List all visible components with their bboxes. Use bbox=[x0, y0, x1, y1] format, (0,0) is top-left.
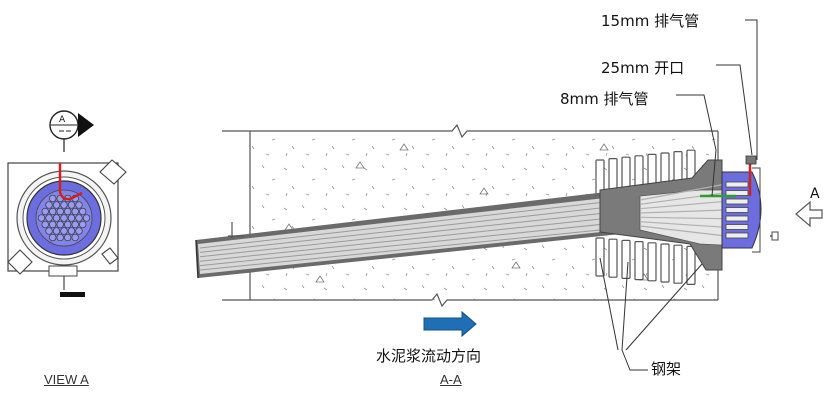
section-cut-marker-icon bbox=[49, 110, 94, 152]
view-arrow-letter: A bbox=[810, 186, 820, 202]
vent-tube-15mm-view bbox=[58, 163, 83, 201]
strand-dot bbox=[37, 214, 46, 222]
strand-dot bbox=[79, 207, 87, 216]
strand-dot bbox=[45, 227, 53, 235]
strand-dot bbox=[64, 220, 72, 229]
duct-support bbox=[228, 222, 244, 238]
strand-dot bbox=[49, 207, 57, 216]
label-vent-15mm: 15mm 排气管 bbox=[601, 12, 700, 30]
strand-dot bbox=[60, 201, 68, 209]
label-steel-frame: 钢架 bbox=[651, 360, 682, 378]
strand-dot bbox=[41, 220, 49, 229]
strand-dot bbox=[49, 220, 57, 229]
caption-view-a: VIEW A bbox=[44, 372, 89, 387]
strand-dot bbox=[67, 214, 76, 222]
strand-dot bbox=[64, 207, 72, 216]
strand-dot bbox=[45, 201, 53, 209]
view-a-drawing: A bbox=[7, 110, 127, 297]
label-opening-25mm: 25mm 开口 bbox=[601, 59, 685, 77]
label-vent-8mm: 8mm 排气管 bbox=[560, 90, 649, 108]
strand-dot bbox=[79, 220, 87, 229]
caption-section-a-a: A-A bbox=[440, 372, 462, 387]
section-line-marker bbox=[60, 292, 85, 297]
right-arrow-icon bbox=[423, 310, 477, 338]
strand-dot bbox=[49, 194, 57, 203]
strand-dot bbox=[67, 227, 76, 235]
section-marker-letter: A bbox=[59, 115, 66, 125]
strand-dot bbox=[60, 214, 68, 222]
steel-frame-bottom bbox=[595, 237, 696, 285]
strand-dot bbox=[52, 201, 61, 209]
strand-dot bbox=[75, 227, 83, 235]
strand-cross-section-grid bbox=[37, 194, 91, 242]
strand-dot bbox=[49, 233, 57, 242]
strand-dot bbox=[56, 207, 64, 216]
strand-dot bbox=[67, 201, 76, 209]
strand-dot bbox=[75, 214, 83, 222]
label-flow-direction: 水泥浆流动方向 bbox=[376, 347, 482, 365]
strand-dot bbox=[56, 220, 64, 229]
plate-slot bbox=[48, 265, 78, 277]
strand-dot bbox=[71, 220, 79, 229]
section-a-a-drawing bbox=[195, 19, 823, 371]
anchor-trumpet bbox=[599, 159, 779, 271]
strand-dot bbox=[75, 201, 83, 209]
steel-frame-tabs bbox=[7, 159, 127, 275]
tendon-duct bbox=[195, 188, 641, 279]
strand-dot bbox=[71, 233, 79, 242]
callout-leaders bbox=[599, 19, 758, 371]
strand-dot bbox=[82, 214, 91, 222]
strand-dot bbox=[71, 207, 79, 216]
strand-dot bbox=[52, 227, 61, 235]
strand-dot bbox=[41, 207, 49, 216]
strand-dot bbox=[64, 233, 72, 242]
strand-dot bbox=[52, 214, 61, 222]
strand-dot bbox=[60, 227, 68, 235]
left-arrow-icon bbox=[795, 200, 823, 228]
vent-fitting bbox=[745, 155, 757, 165]
strand-dot bbox=[45, 214, 53, 222]
strand-dot bbox=[56, 233, 64, 242]
